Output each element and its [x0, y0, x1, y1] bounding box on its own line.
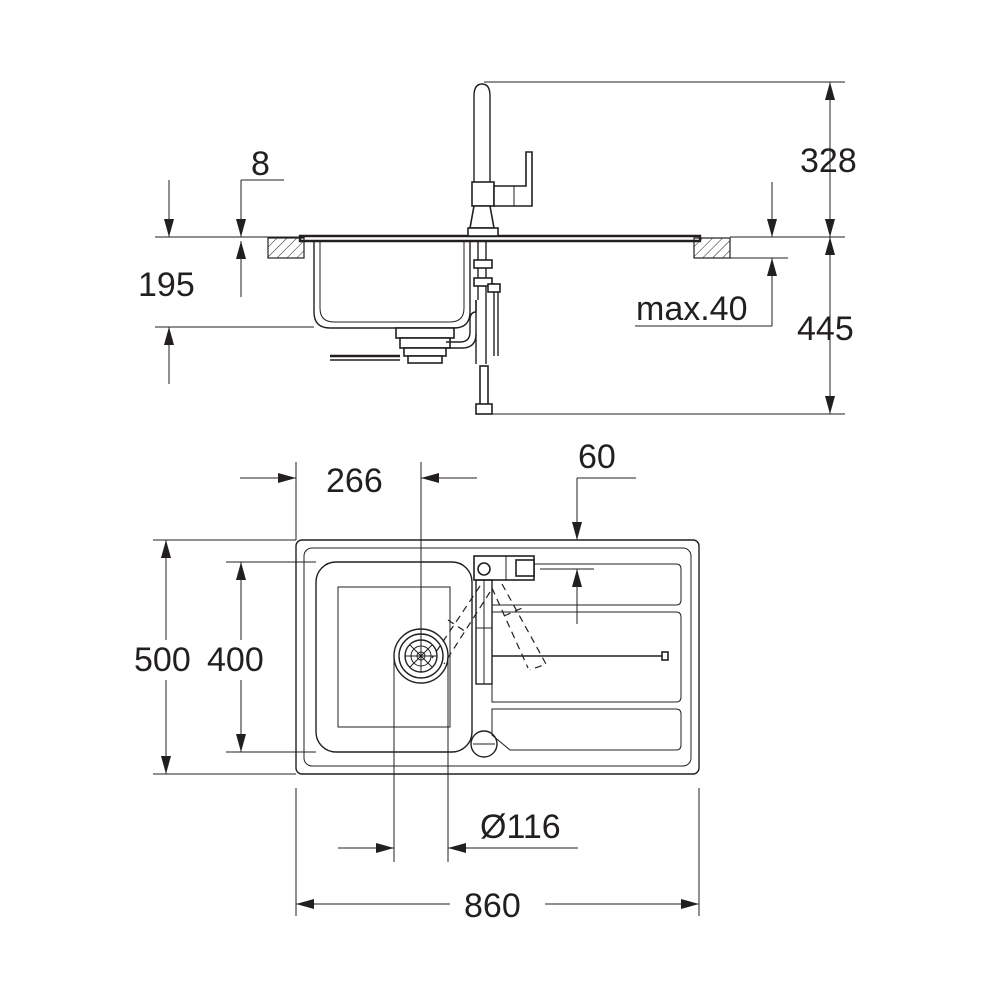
sink-bowl	[313, 241, 471, 329]
dim-max-worktop: max.40	[636, 290, 748, 328]
drainer-rib-3	[491, 708, 682, 751]
dim-bowl-depth: 400	[207, 641, 264, 679]
dim-drain-diameter: Ø116	[480, 808, 561, 846]
dim-faucet-height: 328	[800, 142, 857, 180]
overflow-pipe	[446, 300, 477, 343]
top-view: 266 60 500 400 Ø116	[134, 438, 700, 925]
overflow-icon	[470, 730, 498, 758]
sink-rim	[298, 234, 702, 243]
dim-drain-offset: 266	[326, 462, 383, 500]
dim-sink-depth: 195	[138, 266, 195, 304]
spout-swing-left	[431, 585, 491, 665]
drain-body	[395, 327, 455, 339]
worktop-right	[693, 237, 731, 259]
dim-outer-depth: 500	[134, 641, 191, 679]
drainer-rib-1	[491, 563, 682, 606]
worktop-left	[267, 237, 305, 259]
faucet-base	[469, 205, 495, 229]
faucet-lever	[493, 151, 533, 207]
sink-outline	[295, 539, 700, 775]
spout-swing-right	[491, 583, 547, 671]
supply-hoses	[477, 241, 487, 300]
drainer-rib-2	[491, 611, 682, 703]
dim-rim-thickness: 8	[251, 145, 270, 183]
dim-total-under: 445	[797, 310, 854, 348]
dim-faucet-setback: 60	[578, 438, 616, 476]
faucet-spout	[473, 83, 491, 185]
side-view: 328 445 max.40 8 195	[138, 81, 857, 415]
dim-overall-width: 860	[464, 887, 521, 925]
